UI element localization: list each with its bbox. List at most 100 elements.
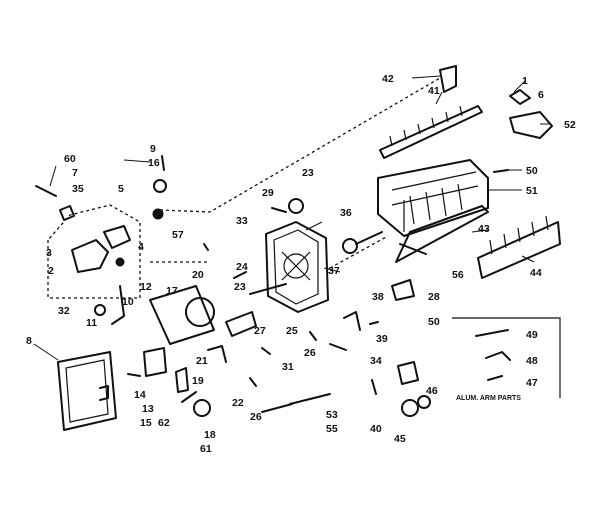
part-label: 11 (86, 317, 97, 329)
part-label: 40 (370, 423, 382, 435)
part-label: 12 (140, 281, 152, 293)
lever-38 (343, 311, 361, 331)
contact-21 (207, 345, 227, 363)
part-label: 42 (382, 73, 394, 85)
water-valve (71, 225, 131, 273)
part-label: 28 (428, 291, 440, 303)
part-label: 39 (376, 333, 388, 345)
screw-22 (249, 377, 257, 387)
screw-14 (127, 373, 141, 377)
part-label: 31 (282, 361, 294, 373)
support-28 (391, 279, 415, 301)
part-label: 27 (254, 325, 266, 337)
part-label: 62 (158, 417, 170, 429)
part-label: 26 (250, 411, 262, 423)
stripper (477, 215, 561, 279)
gear-18 (193, 399, 211, 417)
part-label: 56 (452, 269, 464, 281)
part-label: 17 (166, 285, 178, 297)
arm-56 (399, 243, 427, 255)
grommet-16 (153, 179, 167, 193)
part-label: 19 (192, 375, 204, 387)
part-label: 14 (134, 389, 146, 401)
screw-31 (261, 347, 271, 355)
part-label: 47 (526, 377, 538, 389)
shaft-37 (355, 231, 383, 245)
part-label: 46 (426, 385, 438, 397)
part-label: 33 (236, 215, 248, 227)
part-label: 26 (304, 347, 316, 359)
fill-tube-10 (111, 285, 125, 325)
part-label: 23 (234, 281, 246, 293)
part-label: 55 (326, 423, 338, 435)
inset-caption: ALUM. ARM PARTS (456, 395, 521, 402)
part-label: 29 (262, 187, 274, 199)
ejector-blade (379, 105, 483, 159)
bracket-13 (143, 347, 167, 377)
part-label: 4 (138, 241, 144, 253)
part-label: 45 (394, 433, 406, 445)
alum-arm-parts-inset: ALUM. ARM PARTS (452, 317, 561, 402)
bearing-42 (439, 65, 457, 93)
ring-32 (94, 304, 106, 316)
assembly-guide-line-right (329, 235, 389, 269)
part-label: 23 (302, 167, 314, 179)
screw-57 (203, 243, 209, 251)
part-label: 13 (142, 403, 154, 415)
part-label: 32 (58, 305, 70, 317)
part-label: 7 (72, 167, 78, 179)
motor-parts-23 (225, 311, 257, 337)
part-label: 18 (204, 429, 216, 441)
part-label: 6 (538, 89, 544, 101)
gear-20 (185, 297, 215, 327)
part-label: 50 (428, 316, 440, 328)
part-label: 53 (326, 409, 338, 421)
assembly-guide-line-top (159, 77, 441, 213)
part-label: 1 (522, 75, 528, 87)
pin-62 (181, 391, 197, 403)
fitting-45 (401, 399, 419, 417)
part-label: 16 (148, 157, 160, 169)
shaft-25 (249, 283, 287, 295)
part-label: 34 (370, 355, 382, 367)
part-label: 5 (118, 183, 124, 195)
part-label: 10 (122, 296, 134, 308)
part-label: 9 (150, 143, 156, 155)
part-label: 20 (192, 269, 204, 281)
ice-mold (377, 159, 489, 263)
part-label: 37 (328, 265, 340, 277)
screw-9 (161, 155, 165, 171)
wire-53 (289, 393, 331, 405)
cam-23 (288, 198, 304, 214)
retainer-6 (509, 89, 531, 105)
part-label: 21 (196, 355, 208, 367)
part-label: 49 (526, 329, 538, 341)
part-label: 50 (526, 165, 538, 177)
part-number-labels: 1 2 3 4 5 6 7 8 9 10 11 12 13 14 15 16 1… (26, 73, 576, 455)
part-label: 8 (26, 335, 32, 347)
module-cover (57, 351, 117, 431)
part-label: 22 (232, 397, 244, 409)
motor-housing (265, 221, 329, 313)
part-label: 48 (526, 355, 538, 367)
part-label: 25 (286, 325, 298, 337)
clip-39 (369, 321, 379, 325)
cover-52 (509, 111, 553, 139)
part-label: 52 (564, 119, 576, 131)
part-label: 35 (72, 183, 84, 195)
screw-40 (371, 379, 377, 395)
part-label: 51 (526, 185, 538, 197)
nut-5 (152, 208, 164, 220)
heater-46 (397, 361, 419, 385)
screw-26 (309, 331, 317, 341)
screw-50 (493, 169, 509, 173)
shutoff-arm-34 (329, 343, 347, 351)
part-label: 15 (140, 417, 152, 429)
part-label: 2 (48, 265, 54, 277)
part-label: 3 (46, 247, 52, 259)
part-label: 43 (478, 223, 490, 235)
spring-29 (271, 207, 287, 213)
screw-60 (35, 185, 57, 197)
part-label: 36 (340, 207, 352, 219)
